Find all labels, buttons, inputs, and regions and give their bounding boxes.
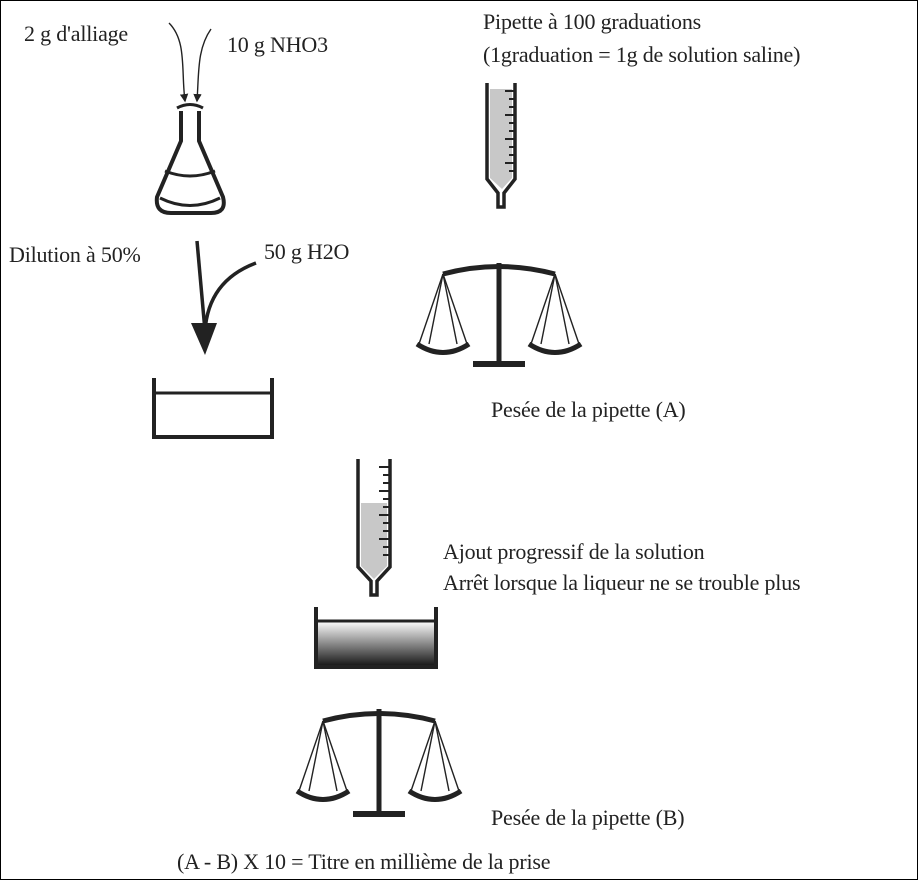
alloy-arrow-icon: [168, 22, 189, 103]
pipette-title: Pipette à 100 graduations: [483, 9, 702, 34]
pipette-note: (1graduation = 1g de solution saline): [483, 42, 801, 67]
graduated-pipette-icon: [485, 83, 517, 209]
weigh-b-label: Pesée de la pipette (B): [491, 805, 685, 830]
add-solution-label: Ajout progressif de la solution: [443, 539, 705, 564]
graduated-pipette-icon: [356, 459, 392, 597]
balance-scale-icon: [295, 709, 463, 817]
acid-label: 10 g NHO3: [227, 32, 328, 57]
beaker-icon: [152, 378, 274, 439]
beaker-with-precipitate-icon: [314, 607, 438, 669]
water-label: 50 g H2O: [264, 239, 350, 264]
dilution-arrow-icon: [191, 240, 257, 355]
weigh-a-label: Pesée de la pipette (A): [491, 397, 686, 422]
alloy-label: 2 g d'alliage: [24, 21, 128, 46]
formula-label: (A - B) X 10 = Titre en millième de la p…: [177, 849, 551, 874]
input-arrows: [168, 22, 212, 103]
acid-arrow-icon: [193, 28, 212, 103]
dilution-label: Dilution à 50%: [9, 242, 141, 267]
erlenmeyer-flask-icon: [154, 103, 226, 215]
balance-scale-icon: [415, 263, 583, 367]
stop-condition-label: Arrêt lorsque la liqueur ne se trouble p…: [443, 570, 801, 595]
